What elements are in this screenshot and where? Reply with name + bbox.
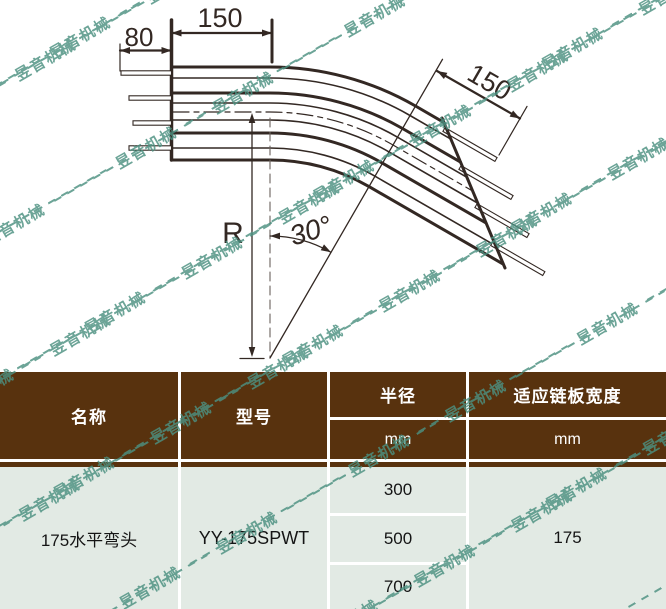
radius-label: R (222, 217, 244, 250)
header-bottom-strip (181, 462, 327, 467)
header-radius: 半径 (330, 372, 466, 417)
belt-line (171, 131, 488, 225)
cell-product-name: 175水平弯头 (0, 467, 178, 609)
belt-line (172, 77, 452, 140)
header-width-unit: mm (469, 420, 666, 459)
spec-table: 名称 型号 半径 适应链板宽度 mm mm 175水平弯头 YY-175SPWT… (0, 372, 666, 609)
angle-label: 30° (286, 210, 336, 252)
header-radius-unit: mm (330, 420, 466, 459)
bend-elbow-drawing: 80 150 150 R 30° (118, 3, 546, 360)
cell-radius-500: 500 (330, 516, 466, 562)
cell-chain-width: 175 (469, 467, 666, 609)
cell-model: YY-175SPWT (181, 467, 327, 609)
cell-radius-700: 700 (330, 565, 466, 609)
left-pins (120, 70, 173, 151)
header-name: 名称 (0, 372, 178, 459)
dim-80-label: 80 (125, 22, 154, 52)
cell-radius-300: 300 (330, 467, 466, 513)
center-line (172, 111, 473, 192)
header-width: 适应链板宽度 (469, 372, 666, 417)
dim-150-slope-label: 150 (462, 58, 516, 107)
header-model: 型号 (181, 372, 327, 459)
dim-150-top-label: 150 (197, 3, 242, 33)
right-pins (442, 126, 546, 277)
